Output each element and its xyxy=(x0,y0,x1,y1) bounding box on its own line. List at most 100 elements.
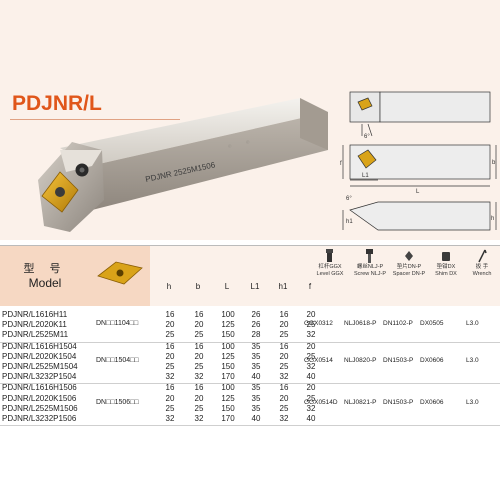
model-cell: PDJNR/L2525M1504 xyxy=(2,362,78,371)
value-cell-l1: 35 xyxy=(251,403,261,413)
accessory-code: GGX0514D xyxy=(304,398,338,406)
diagram-label-L: L xyxy=(416,189,420,195)
diagram-label-angle2: 6° xyxy=(346,196,352,202)
svg-text:⊕: ⊕ xyxy=(227,143,232,150)
accessory-code: NLJ0821-P xyxy=(344,398,377,406)
accessory-code: DN1503-P xyxy=(383,398,414,406)
value-cell-l: 125 xyxy=(221,351,235,361)
accessory-code: DN1102-P xyxy=(383,320,413,328)
value-cell-l: 150 xyxy=(221,362,235,371)
tool-holder-photo: PDJNR 2525M1506 ⊕ ⊕ xyxy=(38,98,328,232)
diagram-label-angle1: 6° xyxy=(364,134,370,140)
diagram-label-L1: L1 xyxy=(362,173,369,179)
accessory-code: DN1503-P xyxy=(383,357,414,364)
lever-icon xyxy=(325,248,335,264)
value-cell-h: 20 xyxy=(165,320,175,330)
accessory-name-en: Spacer DN-P xyxy=(392,270,426,277)
value-cell-h: 25 xyxy=(165,330,175,340)
value-cell-b: 25 xyxy=(194,330,204,340)
value-cell-l1: 35 xyxy=(251,393,261,403)
value-cell-h1: 16 xyxy=(279,341,289,351)
value-cell-h: 25 xyxy=(165,403,175,413)
value-cell-h: 16 xyxy=(165,310,175,319)
value-cell-l: 170 xyxy=(221,372,235,382)
accessory-name-cn: 垫片DN-P xyxy=(396,264,422,270)
accessory-code: DX0606 xyxy=(420,357,444,364)
value-cell-h1: 20 xyxy=(279,320,289,330)
value-cell-h: 25 xyxy=(165,362,175,371)
value-cell-h: 16 xyxy=(165,341,175,351)
value-cell-f: 20 xyxy=(306,341,316,351)
accessory-name-cn: 扳 手 xyxy=(475,264,489,270)
value-cell-f: 25 xyxy=(306,393,316,403)
model-header: 型 号 Model xyxy=(0,246,91,306)
accessory-code: GGX0312 xyxy=(304,320,333,328)
model-cell: PDJNR/L2525M1506 xyxy=(2,403,78,413)
accessory-name-en: Wrench xyxy=(472,270,492,277)
model-cell: PDJNR/L2020K1504 xyxy=(2,351,77,361)
accessory-code: DX0606 xyxy=(420,398,444,406)
value-cell-f: 20 xyxy=(306,310,316,319)
diagram-label-b: b xyxy=(492,160,496,166)
value-cell-b: 25 xyxy=(194,403,204,413)
diagram-label-h: h xyxy=(491,216,494,222)
value-cell-l: 100 xyxy=(221,341,235,351)
column-header-l: L xyxy=(224,282,230,291)
column-header-h1: h1 xyxy=(278,282,288,291)
value-cell-b: 20 xyxy=(194,393,204,403)
value-cell-f: 32 xyxy=(306,403,316,413)
accessory-code: GGX0514 xyxy=(304,357,333,364)
accessory-code: NLJ0820-P xyxy=(344,357,377,364)
value-cell-b: 16 xyxy=(194,383,204,393)
model-header-cn: 型 号 xyxy=(23,263,67,275)
insert-header xyxy=(90,246,151,306)
value-cell-h1: 25 xyxy=(279,403,289,413)
value-cell-l: 100 xyxy=(221,310,235,319)
insert-icon xyxy=(97,261,143,285)
value-cell-h1: 25 xyxy=(279,330,289,340)
accessory-code: L3.0 xyxy=(466,357,479,364)
accessory-name-en: Level GGX xyxy=(316,270,344,277)
accessory-name-en: Screw NLJ-P xyxy=(353,270,387,277)
value-cell-l: 150 xyxy=(221,403,235,413)
value-cell-b: 16 xyxy=(194,310,204,319)
accessory-name-cn: 螺丝NLJ-P xyxy=(356,264,384,270)
value-cell-f: 32 xyxy=(306,362,316,371)
model-cell: PDJNR/L1616H1504 xyxy=(2,341,77,351)
shank-side xyxy=(90,112,328,210)
value-cell-f: 20 xyxy=(306,383,316,393)
accessory-code: NLJ0618-P xyxy=(344,320,377,328)
insert-code: DN□□1506□□ xyxy=(96,398,139,406)
accessory-name-cn: 杠杆GGX xyxy=(318,264,342,270)
value-cell-l1: 40 xyxy=(251,414,261,423)
model-cell: PDJNR/L1616H11 xyxy=(2,310,68,319)
value-cell-l: 125 xyxy=(221,320,235,330)
value-cell-f: 40 xyxy=(306,414,316,423)
value-cell-f: 32 xyxy=(306,330,316,340)
value-cell-l: 150 xyxy=(221,330,235,340)
value-cell-f: 40 xyxy=(306,372,316,382)
value-cell-h: 32 xyxy=(165,414,175,423)
model-cell: PDJNR/L2020K11 xyxy=(2,320,67,330)
model-cell: PDJNR/L1616H1506 xyxy=(2,383,77,393)
model-cell: PDJNR/L3232P1504 xyxy=(2,372,77,382)
group-divider xyxy=(0,425,500,427)
value-cell-l1: 35 xyxy=(251,383,261,393)
value-cell-h1: 16 xyxy=(279,383,289,393)
screw-icon xyxy=(365,248,375,264)
dimension-header xyxy=(150,246,500,306)
value-cell-l1: 28 xyxy=(251,330,261,340)
insert-code: DN□□1504□□ xyxy=(96,357,139,364)
value-cell-f: 25 xyxy=(306,351,316,361)
accessory-name-en: Shim DX xyxy=(435,270,457,277)
value-cell-b: 32 xyxy=(194,414,204,423)
diagram-label-h1: h1 xyxy=(346,219,353,225)
value-cell-b: 32 xyxy=(194,372,204,382)
value-cell-l: 100 xyxy=(221,383,235,393)
spacer-icon xyxy=(404,248,414,264)
